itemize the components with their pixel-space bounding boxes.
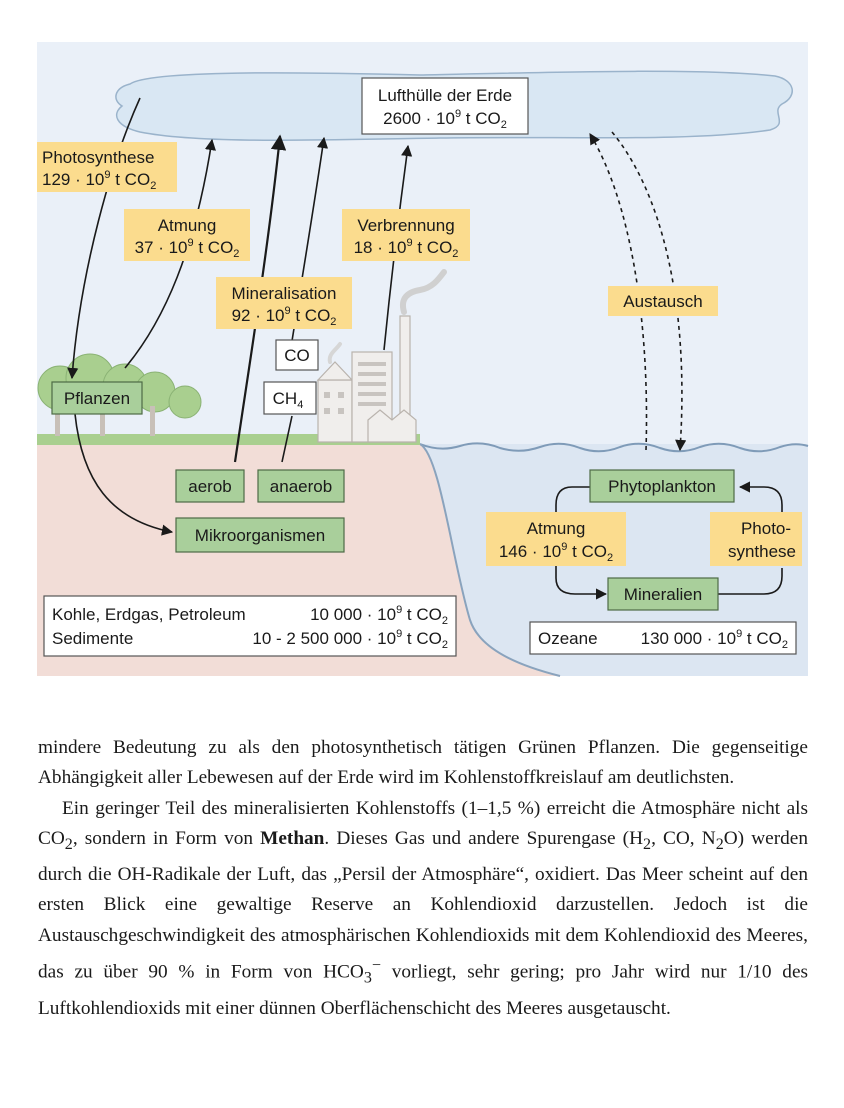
reserve-coal-name: Kohle, Erdgas, Petroleum (52, 605, 246, 624)
atmung-land-label-box (124, 209, 250, 261)
atmosphere-title: Lufthülle der Erde (378, 86, 512, 105)
mineralien-to-photosynthese-arrow (718, 568, 783, 595)
anaerob-box (257, 469, 345, 503)
ocean-basin-edge (419, 443, 561, 677)
atmung-land-label-title: Atmung (158, 216, 217, 235)
verbrennung-label-title: Verbrennung (357, 216, 454, 235)
tree-trunks (55, 400, 155, 436)
co-label: CO (284, 346, 310, 365)
photosynthese-ocean-label-line2: synthese (728, 542, 796, 561)
reserve-sediment-name: Sedimente (52, 629, 133, 648)
photosynthese-ocean-label-box (710, 512, 802, 566)
verbrennung-label-amount: 18 · 109 t CO2 (354, 237, 459, 260)
mineralisation-label-amount: 92 · 109 t CO2 (232, 305, 337, 328)
photosynthese-label-amount: 129 · 109 t CO2 (42, 169, 156, 192)
exchange-arrow-up (589, 133, 648, 451)
photosynthese-to-phytoplankton-arrow (738, 481, 783, 512)
atmung-ocean-label-title: Atmung (527, 519, 586, 538)
methan-term: Methan (260, 827, 325, 849)
plants-to-microbes-arrow (74, 413, 174, 536)
phytoplankton-to-atmung-arrow (555, 486, 590, 518)
phytoplankton-label: Phytoplankton (608, 477, 716, 496)
atmung-to-mineralien-arrow (555, 566, 608, 600)
aerob-label: aerob (188, 477, 231, 496)
ocean-reserve-name: Ozeane (538, 629, 598, 648)
ch4-box (263, 381, 317, 415)
mineralien-label: Mineralien (624, 585, 702, 604)
atmosphere-label-box (361, 77, 529, 135)
mineralisation-label-box (216, 277, 352, 329)
paragraph-2: Ein geringer Teil des mineralisierten Ko… (38, 797, 809, 1019)
atmung-ocean-label-box (486, 512, 626, 566)
body-text: mindere Bedeutung zu als den photosynthe… (38, 733, 808, 1024)
photosynthesis-arrow (67, 97, 141, 380)
atmung-ocean-label-amount: 146 · 109 t CO2 (499, 541, 613, 564)
small-smoke (327, 342, 342, 364)
chimney-smoke (400, 269, 447, 315)
photosynthese-ocean-label-line1: Photo- (741, 519, 791, 538)
exchange-arrow-down (611, 131, 687, 452)
reserve-sediment-amount: 10 - 2 500 000 · 109 t CO2 (252, 628, 448, 651)
ocean-reserve-amount: 130 000 · 109 t CO2 (641, 628, 788, 651)
anaerob-label: anaerob (270, 477, 332, 496)
mineralien-box (607, 577, 719, 611)
aerob-box (175, 469, 245, 503)
austausch-label-box (608, 286, 718, 316)
ocean-reserve-box (529, 621, 797, 655)
carbon-cycle-diagram: Lufthülle der Erde 2600 · 109 t CO2 Phot… (37, 42, 809, 677)
co-box (275, 339, 319, 371)
ch4-label: CH4 (273, 389, 304, 411)
mikroorganismen-box (175, 517, 345, 553)
pflanzen-box (51, 381, 143, 415)
grass-strip (37, 434, 420, 445)
anaerob-link (281, 415, 293, 463)
factory-illustration (316, 315, 417, 443)
land-reserves-box (43, 595, 457, 657)
respiration-arrow (124, 138, 216, 369)
pflanzen-label: Pflanzen (64, 389, 130, 408)
austausch-label: Austausch (623, 292, 702, 311)
factory-windows (324, 362, 386, 414)
reserve-coal-amount: 10 000 · 109 t CO2 (310, 604, 448, 627)
methane-arrow (287, 136, 329, 367)
atmung-land-label-amount: 37 · 109 t CO2 (135, 237, 240, 260)
verbrennung-label-box (342, 209, 470, 261)
ocean-surface-line (419, 442, 809, 453)
paragraph-1: mindere Bedeutung zu als den photosynthe… (38, 737, 808, 789)
exchange-arrows (589, 131, 687, 452)
mineralisation-label-title: Mineralisation (232, 284, 337, 303)
ocean-cycle-arrows (555, 481, 783, 600)
mikroorganismen-label: Mikroorganismen (195, 526, 325, 545)
photosynthese-label-box (37, 142, 177, 192)
photosynthese-label-title: Photosynthese (42, 148, 154, 167)
atmosphere-amount: 2600 · 109 t CO2 (383, 108, 507, 131)
phytoplankton-box (589, 469, 735, 503)
